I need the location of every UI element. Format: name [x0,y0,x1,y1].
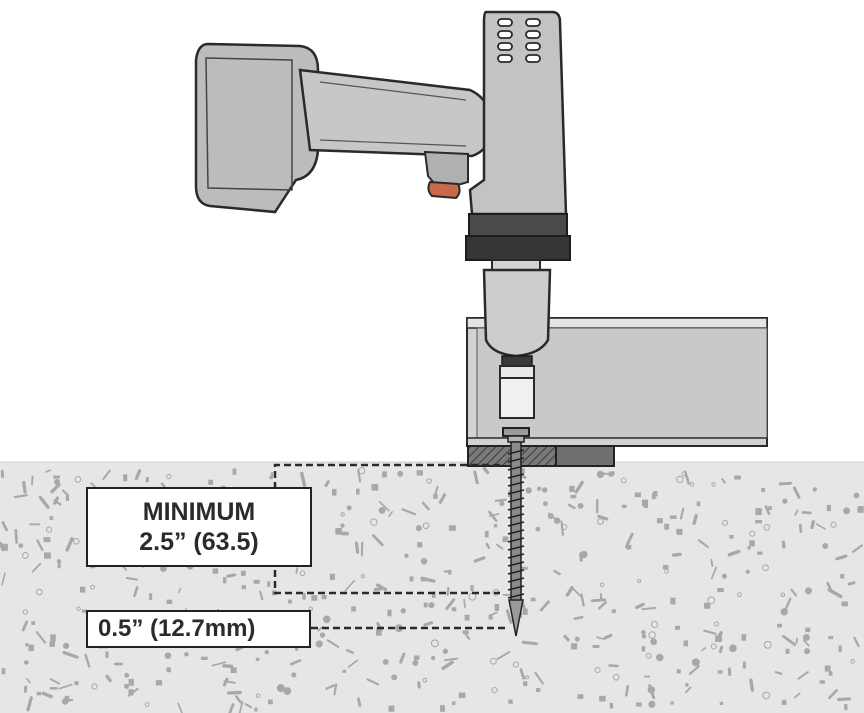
minimum-depth-value: 2.5” (63.5) [139,528,259,556]
screw-gun-icon [194,10,571,419]
trigger-icon [427,180,461,200]
base-shim-plate [467,445,615,467]
minimum-label: MINIMUM [142,498,256,526]
concrete-screw [502,427,530,637]
screw-threads [507,449,525,599]
control-buttons [497,18,541,63]
concrete-aggregate-texture [0,466,864,713]
tip-depth-callout: 0.5” (12.7mm) [86,610,311,648]
minimum-embedment-callout: MINIMUM 2.5” (63.5) [86,487,312,567]
tip-depth-value: 0.5” (12.7mm) [98,615,256,642]
